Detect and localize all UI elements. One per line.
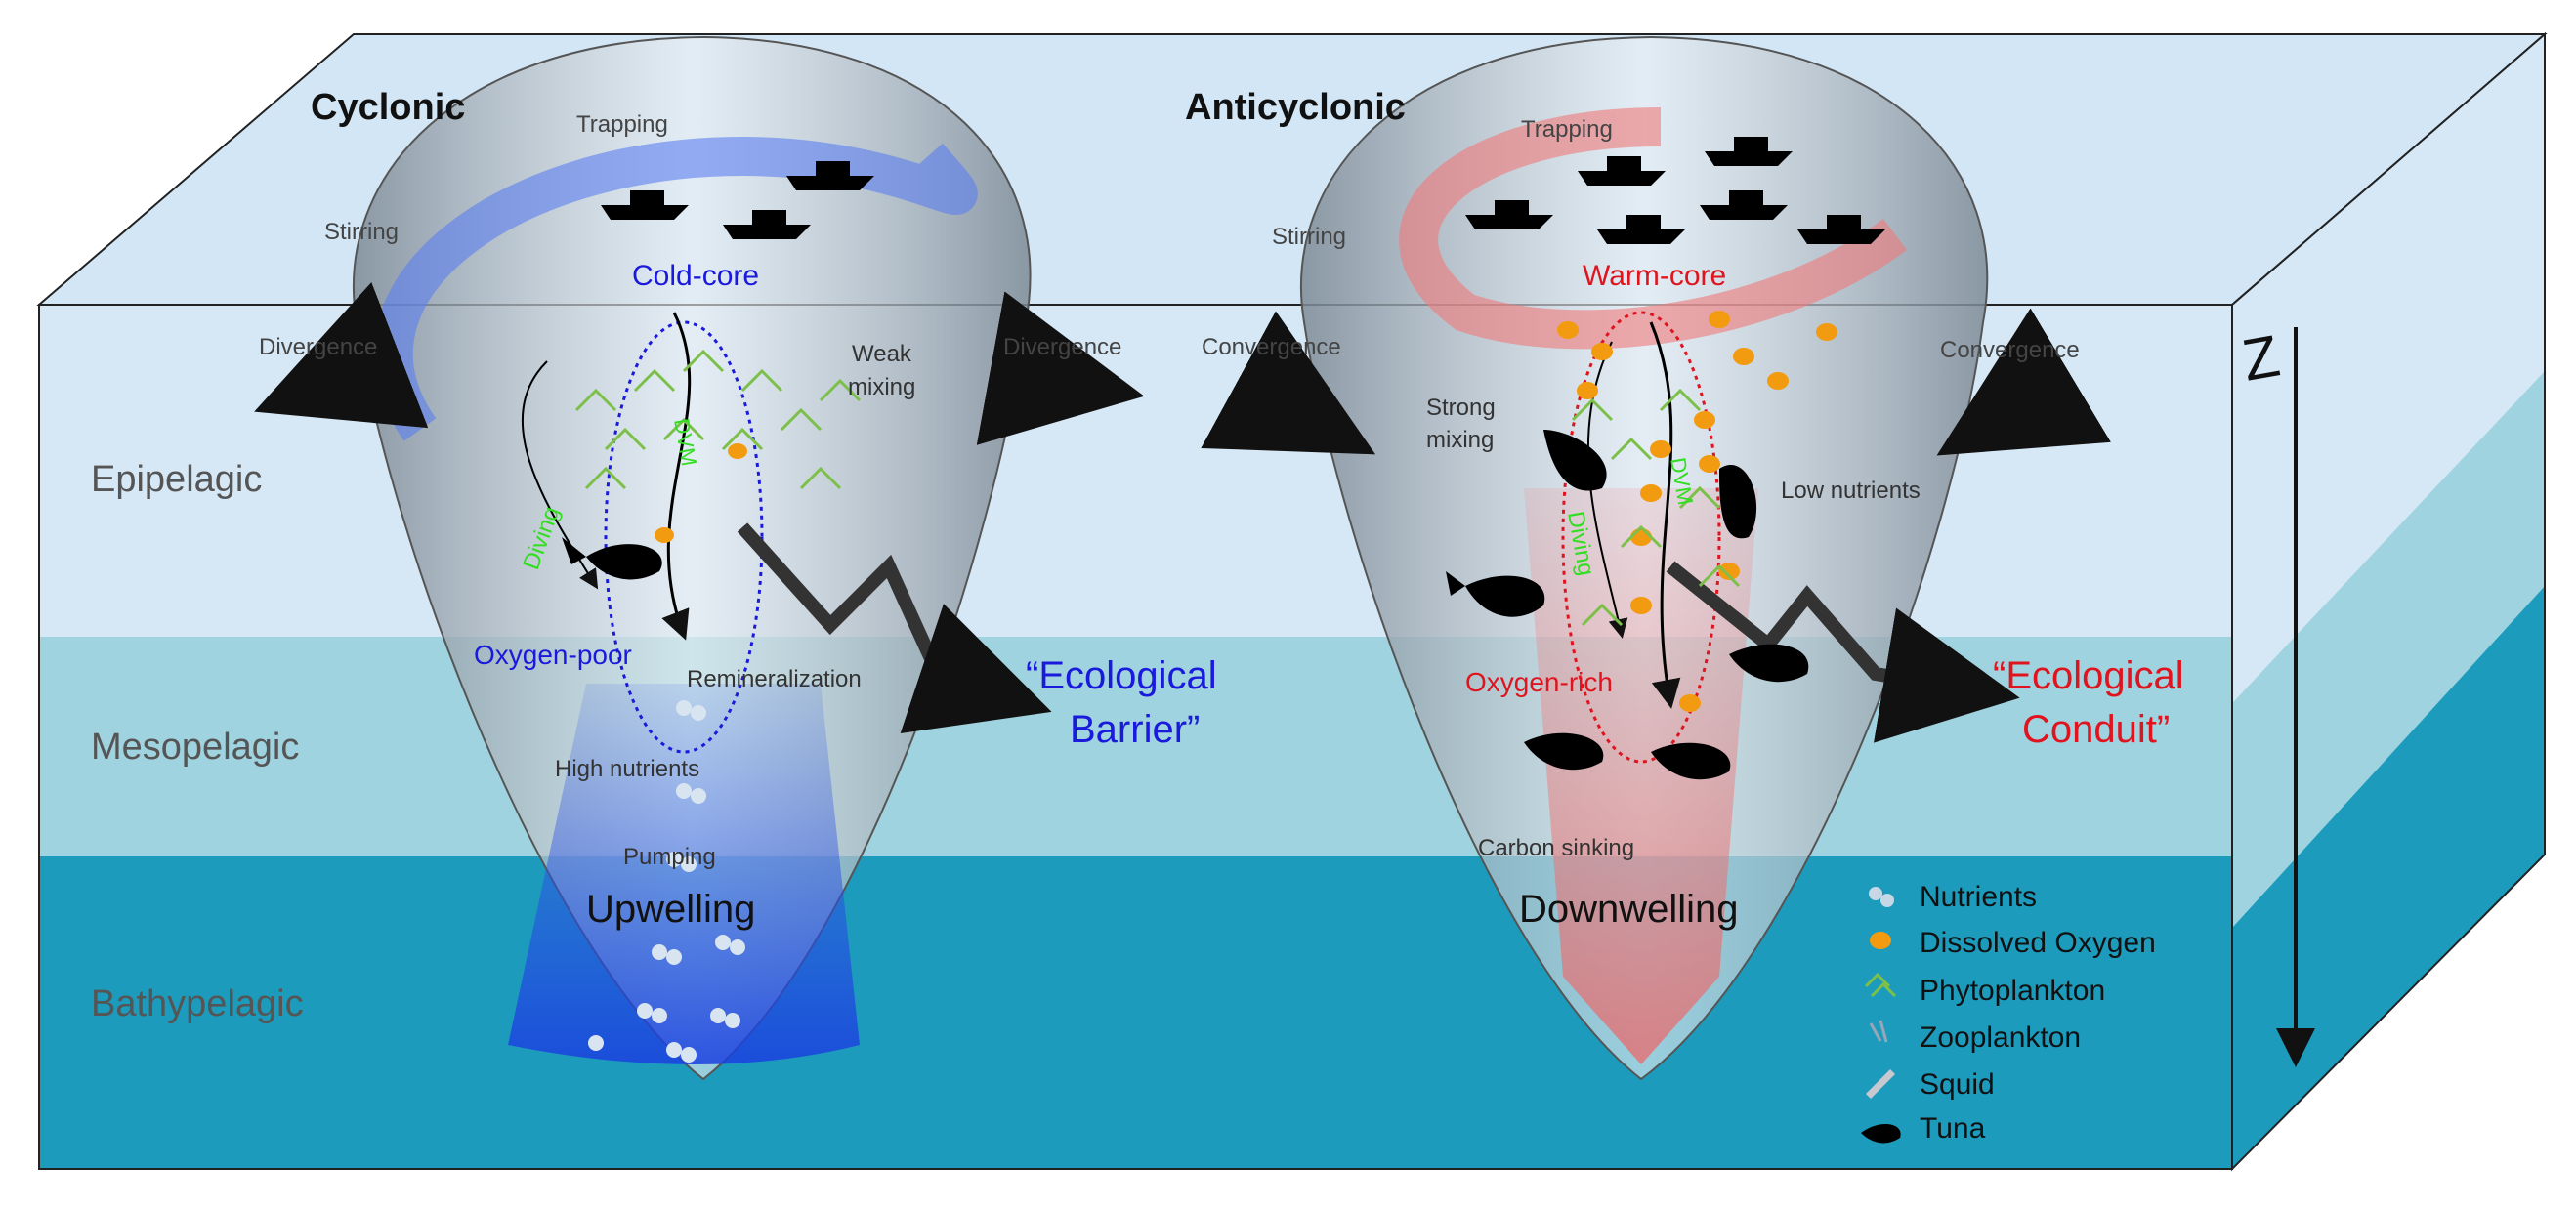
- high-nutrients-label: High nutrients: [555, 756, 699, 782]
- strong-mixing-label-1: Strong: [1426, 395, 1496, 421]
- ecological-barrier-line2: Barrier”: [1070, 708, 1200, 751]
- tuna-cyclonic: [562, 537, 662, 580]
- weak-mixing-label-1: Weak: [852, 341, 912, 367]
- oxygen-icon: [1870, 932, 1891, 949]
- box-side-bathypelagic: [2232, 586, 2545, 1169]
- legend-label-zooplankton: Zooplankton: [1920, 1021, 2081, 1054]
- box-side-mesopelagic: [2232, 371, 2545, 928]
- nutrients-icon: [1869, 887, 1894, 907]
- cyclonic-core-label: Cold-core: [632, 260, 759, 292]
- weak-mixing-label-2: mixing: [848, 374, 915, 400]
- cyclonic-trapping: Trapping: [576, 111, 668, 138]
- downwelling-column: [1524, 488, 1758, 1064]
- convergence-left-label: Convergence: [1202, 334, 1341, 360]
- box-side-epipelagic: [2232, 34, 2545, 703]
- legend-label-squid: Squid: [1920, 1068, 1995, 1101]
- epipelagic-label: Epipelagic: [91, 459, 262, 500]
- mesopelagic-label: Mesopelagic: [91, 727, 299, 768]
- fishing-boats-anticyclonic: [1465, 137, 1885, 244]
- oxygen-poor-label: Oxygen-poor: [474, 640, 632, 670]
- ecological-conduit-line1: “Ecological: [1993, 654, 2184, 697]
- tuna-anticyclonic: [1446, 430, 1809, 780]
- carbon-sinking-label: Carbon sinking: [1478, 835, 1634, 861]
- tuna-icon: [1861, 1123, 1901, 1144]
- squid-icon: [1866, 1069, 1895, 1099]
- anticyclonic-stirring: Stirring: [1272, 224, 1346, 250]
- fishing-boats-cyclonic: [601, 161, 874, 239]
- conduit-arrow: [1666, 561, 2020, 743]
- legend-label-nutrients: Nutrients: [1920, 881, 2037, 913]
- legend-label-phytoplankton: Phytoplankton: [1920, 975, 2105, 1007]
- dvm-path-cyclonic: [661, 312, 692, 641]
- remineralization-label: Remineralization: [687, 666, 862, 692]
- convergence-arrow-left: [1201, 311, 1376, 455]
- cyclonic-stirring: Stirring: [324, 219, 399, 245]
- oxygen-rich-label: Oxygen-rich: [1465, 667, 1613, 697]
- cyclonic-title: Cyclonic: [311, 87, 465, 128]
- phytoplankton-icon: [1864, 972, 1897, 998]
- anticyclonic-title: Anticyclonic: [1185, 87, 1406, 128]
- dvm-path-anticyclonic: [1649, 321, 1681, 709]
- legend-label-oxygen: Dissolved Oxygen: [1920, 927, 2156, 959]
- upwelling-column: [508, 684, 860, 1064]
- zooplankton-icon: [1869, 1020, 1888, 1043]
- ecological-conduit-line2: Conduit”: [2022, 708, 2170, 751]
- anticyclonic-core-label: Warm-core: [1583, 260, 1726, 292]
- diving-path-anticyclonic: [1586, 341, 1628, 639]
- low-nutrients-label: Low nutrients: [1781, 478, 1921, 504]
- upwelling-label: Upwelling: [586, 888, 755, 931]
- divergence-arrow-right: [976, 291, 1145, 445]
- convergence-right-label: Convergence: [1940, 337, 2080, 363]
- convergence-arrow-right: [1936, 308, 2111, 456]
- divergence-left-label: Divergence: [259, 334, 377, 360]
- bathypelagic-label: Bathypelagic: [91, 983, 304, 1024]
- anticyclonic-trapping: Trapping: [1521, 116, 1613, 143]
- bathypelagic-layer: [39, 856, 2232, 1169]
- anticyclonic-core-ellipse: [1561, 311, 1721, 764]
- downwelling-label: Downwelling: [1519, 888, 1739, 931]
- divergence-right-label: Divergence: [1003, 334, 1121, 360]
- legend-icons: [1861, 887, 1901, 1144]
- strong-mixing-label-2: mixing: [1426, 427, 1494, 453]
- divergence-arrow-left: [254, 282, 429, 429]
- dissolved-oxygen-dots: [655, 311, 1837, 712]
- anticyclonic-swirl: [1399, 107, 1907, 350]
- ecological-barrier-line1: “Ecological: [1026, 654, 1217, 697]
- barrier-arrow: [737, 522, 1052, 733]
- nutrient-dots: [588, 700, 745, 1063]
- cyclonic-core-ellipse: [604, 320, 764, 754]
- phytoplankton-cluster: [574, 349, 1741, 627]
- pumping-label: Pumping: [623, 844, 716, 870]
- legend-label-tuna: Tuna: [1920, 1112, 1986, 1145]
